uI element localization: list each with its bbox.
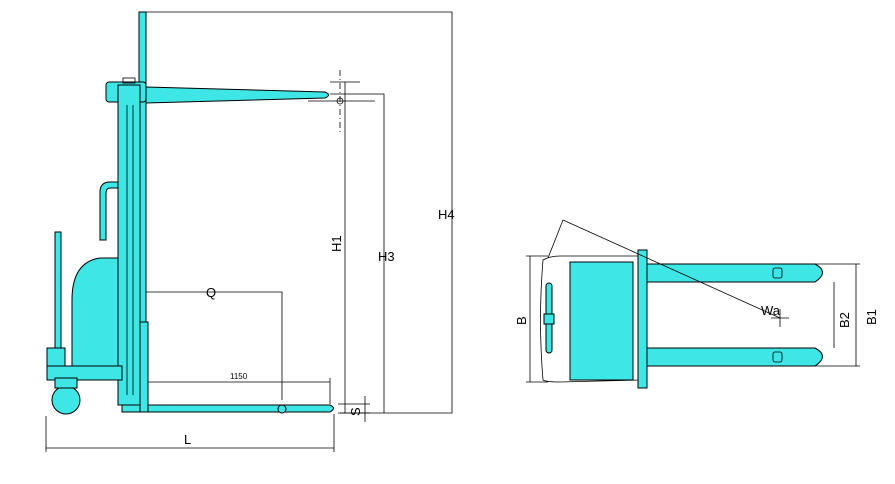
wa-radius-line bbox=[562, 219, 781, 319]
h3-label: H3 bbox=[378, 249, 395, 264]
fork-carriage bbox=[139, 321, 149, 413]
mast-frame-top bbox=[637, 249, 648, 389]
tiller-handle bbox=[54, 231, 62, 363]
b1-label: B1 bbox=[864, 309, 879, 325]
h3-frame-line bbox=[330, 93, 385, 413]
mast-grip-handle bbox=[99, 181, 119, 241]
wa-label: Wa bbox=[761, 303, 781, 318]
wheel-bracket bbox=[54, 377, 78, 389]
q-dimension-line bbox=[146, 291, 283, 400]
top-view: Wa B B1 B2 bbox=[514, 219, 879, 389]
wa-radius-line-2 bbox=[547, 219, 564, 259]
h4-frame-line bbox=[139, 11, 453, 414]
s-label: S bbox=[348, 407, 363, 416]
fork-wheel-upper bbox=[772, 267, 783, 279]
drive-housing bbox=[71, 257, 119, 373]
b2-label: B2 bbox=[837, 312, 852, 328]
side-view: Q 1150 L H1 H3 H4 S bbox=[45, 11, 455, 452]
drive-wheel bbox=[51, 385, 81, 415]
dim-1150-label: 1150 bbox=[230, 372, 248, 381]
q-label: Q bbox=[206, 285, 216, 300]
h4-label: H4 bbox=[438, 207, 455, 222]
chassis-outline bbox=[540, 255, 641, 383]
mast-top-detail bbox=[122, 77, 136, 84]
raised-fork bbox=[145, 86, 329, 104]
chassis-base bbox=[46, 365, 123, 381]
lower-fork bbox=[121, 404, 334, 413]
fork-arm-upper bbox=[646, 263, 823, 283]
b-label: B bbox=[514, 316, 529, 325]
tiller-base bbox=[46, 347, 66, 367]
tiller-grip bbox=[543, 313, 555, 325]
fork-arm-lower bbox=[646, 347, 823, 367]
load-wheel bbox=[277, 404, 287, 414]
drive-body-top bbox=[569, 261, 634, 381]
fork-wheel-lower bbox=[772, 351, 783, 363]
main-mast bbox=[117, 84, 141, 406]
l-label: L bbox=[184, 432, 191, 447]
h1-label: H1 bbox=[329, 235, 344, 252]
